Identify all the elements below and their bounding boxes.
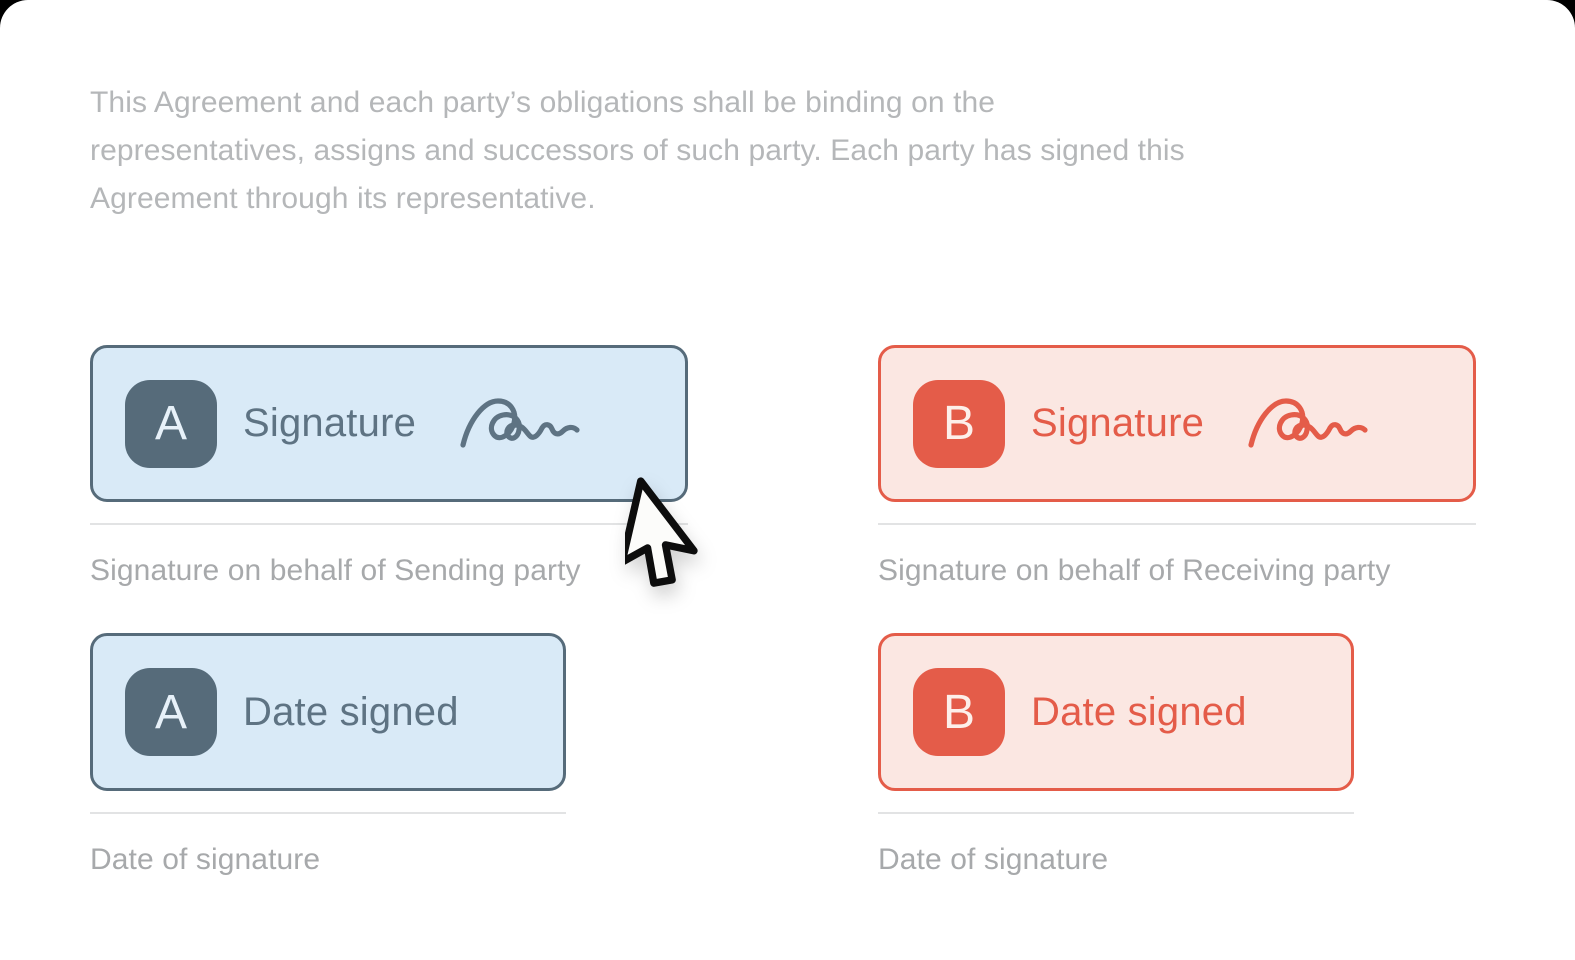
field-caption: Date of signature [90,843,321,876]
party-a-badge: A [125,379,217,468]
date-signed-field-party-b[interactable]: B Date signed [878,633,1354,791]
date-block-party-a: A Date signed Date of signature [90,633,566,877]
field-underline [878,812,1354,814]
field-caption: Signature on behalf of Receiving party [878,554,1391,587]
field-caption: Signature on behalf of Sending party [90,554,581,587]
field-underline [878,523,1476,525]
date-block-party-b: B Date signed Date of signature [878,633,1354,877]
signature-block-party-a: A Signature Signature on behalf of Sendi… [90,345,688,588]
agreement-paragraph: This Agreement and each party’s obligati… [90,86,1185,215]
field-caption: Date of signature [878,843,1109,876]
party-a-badge: A [125,668,217,756]
signature-squiggle-icon [1248,397,1368,448]
field-underline [90,523,688,525]
signature-field-party-a[interactable]: A Signature [90,345,688,502]
party-b-badge: B [913,668,1005,756]
field-label: Signature [1031,401,1205,445]
signature-squiggle-icon [460,397,580,448]
field-label: Signature [243,401,417,445]
party-b-badge: B [913,379,1005,468]
date-signed-field-party-a[interactable]: A Date signed [90,633,566,791]
signature-block-party-b: B Signature Signature on behalf of Recei… [878,345,1476,588]
field-underline [90,812,566,814]
field-label: Date signed [1031,689,1247,734]
field-label: Date signed [243,689,459,734]
signature-field-party-b[interactable]: B Signature [878,345,1476,502]
